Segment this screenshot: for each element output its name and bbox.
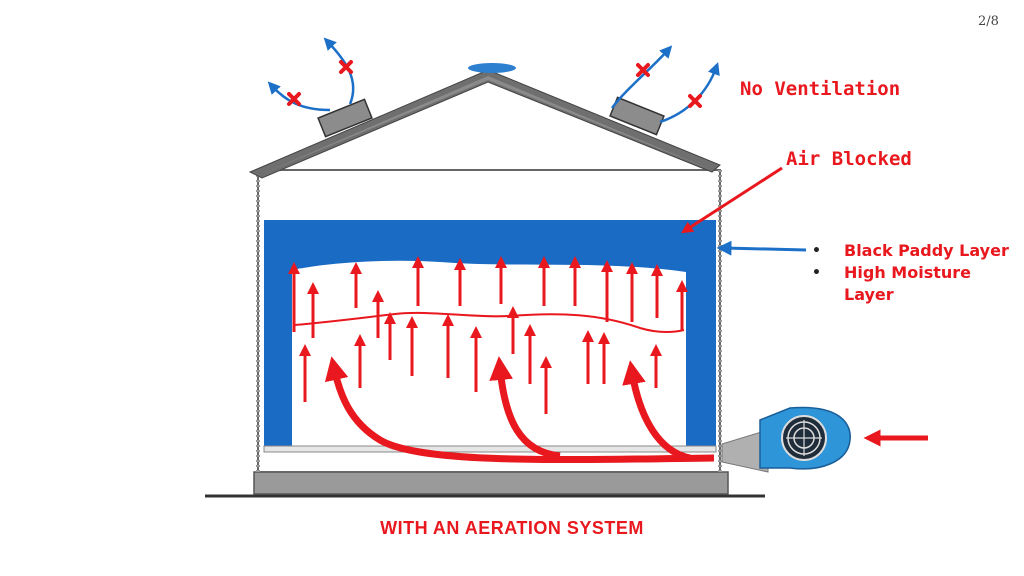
page-number: 2/8 (978, 14, 999, 29)
roof-vent-left (317, 98, 373, 138)
blocked-x-marks (287, 60, 702, 108)
upward-air-arrows (288, 256, 688, 414)
high-moisture-layer (264, 220, 716, 452)
bullet-icon: • (812, 265, 821, 281)
main-airflow-arrows (324, 356, 715, 464)
moisture-layer-pointer (716, 240, 807, 256)
legend-item: • Black Paddy Layer (808, 240, 1024, 262)
legend-item-label: High Moisture Layer (844, 263, 971, 304)
layer-legend: • Black Paddy Layer • High Moisture Layer (808, 240, 1024, 306)
silo-foundation (253, 471, 729, 495)
legend-item-label: Black Paddy Layer (844, 241, 1009, 260)
aeration-floor (263, 445, 717, 453)
diagram-caption: WITH AN AERATION SYSTEM (380, 518, 644, 538)
air-blocked-pointer (680, 166, 783, 234)
fan-duct (721, 429, 769, 473)
roof-cap (468, 63, 516, 73)
air-blocked-label: Air Blocked (786, 148, 912, 170)
legend-item: • High Moisture Layer (808, 262, 1024, 306)
bullet-icon: • (812, 243, 821, 259)
no-ventilation-label: No Ventilation (740, 78, 901, 100)
